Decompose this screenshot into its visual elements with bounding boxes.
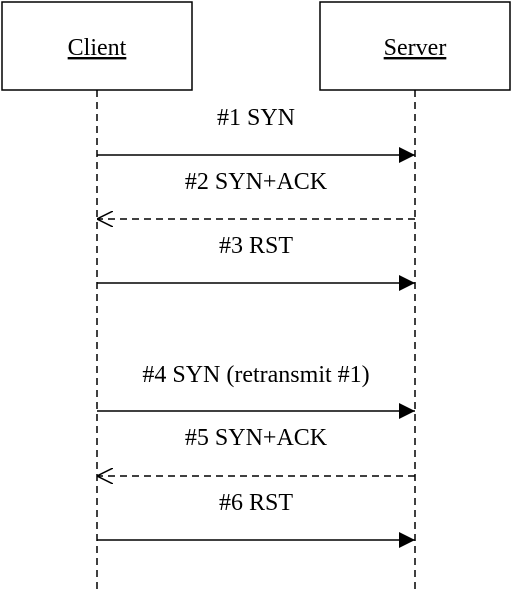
message-2: #2 SYN+ACK — [97, 169, 415, 219]
actor-server: Server — [319, 1, 511, 91]
message-1-label: #1 SYN — [217, 105, 295, 131]
actor-server-box — [319, 1, 511, 91]
message-2-label: #2 SYN+ACK — [185, 169, 328, 195]
message-4: #4 SYN (retransmit #1) — [97, 362, 415, 419]
message-3: #3 RST — [97, 233, 415, 291]
message-1: #1 SYN — [97, 105, 415, 163]
actor-client-label: Client — [68, 35, 127, 61]
message-4-label: #4 SYN (retransmit #1) — [142, 362, 369, 388]
actor-client-box — [1, 1, 193, 91]
message-6-label: #6 RST — [219, 490, 293, 516]
message-5-label: #5 SYN+ACK — [185, 425, 328, 451]
message-3-label: #3 RST — [219, 233, 293, 259]
actor-client: Client — [1, 1, 193, 91]
actor-server-label: Server — [384, 35, 447, 61]
message-5: #5 SYN+ACK — [97, 425, 415, 476]
message-6: #6 RST — [97, 490, 415, 548]
